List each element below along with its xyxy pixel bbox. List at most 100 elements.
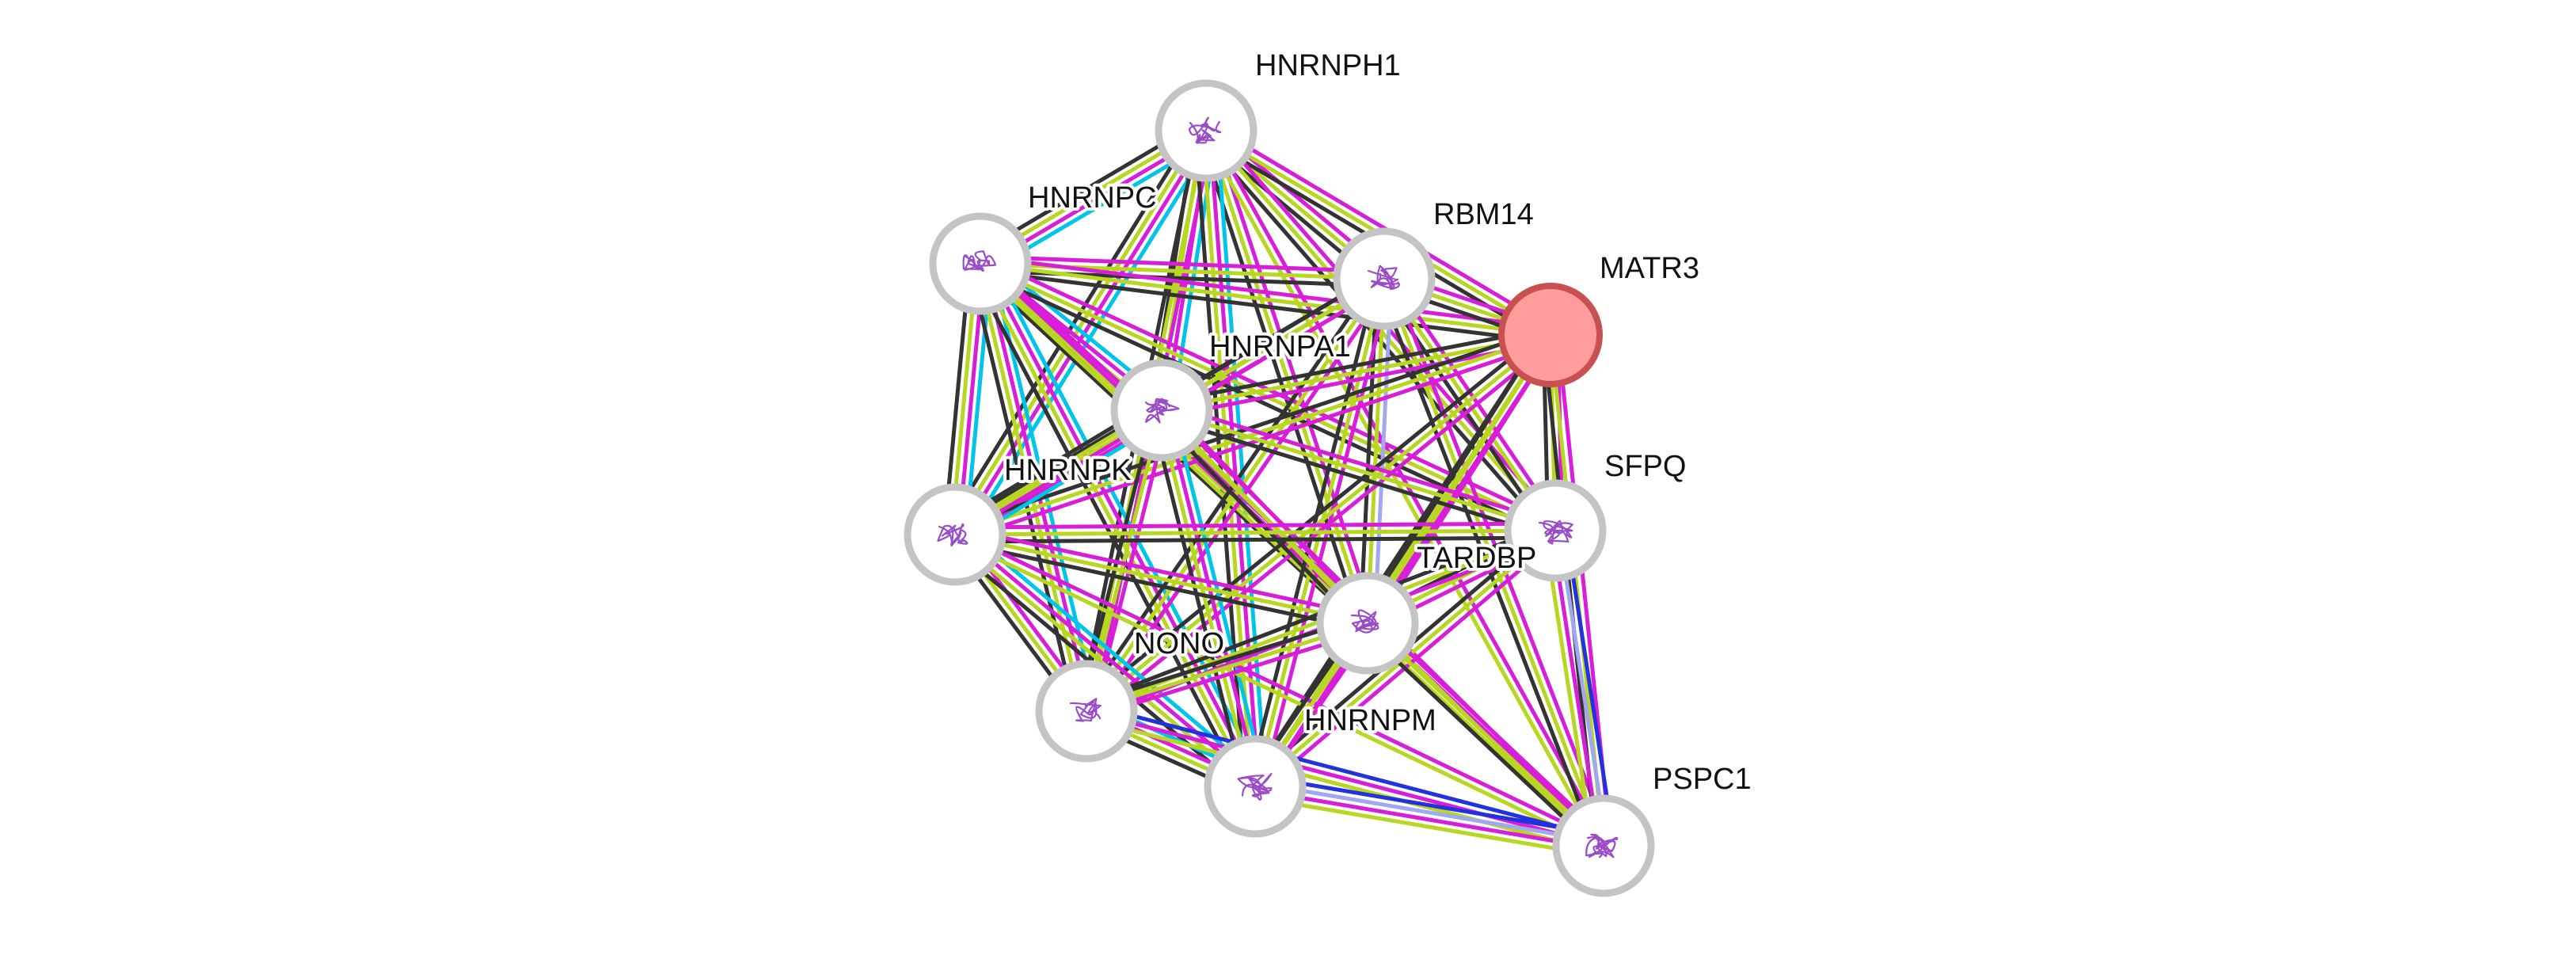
node-hnrnpa1[interactable]: HNRNPA1	[1110, 327, 1354, 462]
edge-evidence-experiments	[955, 340, 1555, 543]
edge-evidence-experiments	[1091, 409, 1171, 715]
protein-structure-glyph	[1350, 609, 1379, 634]
node-label-hnrnpk: HNRNPK	[1004, 454, 1131, 487]
node-label-nono: NONO	[1134, 627, 1224, 660]
edge-sfpq-pspc1[interactable]	[1543, 527, 1616, 850]
edge-evidence-experiments	[954, 529, 1608, 845]
edge-evidence-coexpression	[1149, 410, 1247, 791]
protein-structure-glyph	[1585, 833, 1619, 858]
protein-node-circle[interactable]	[929, 212, 1032, 315]
edge-evidence-experiments	[1260, 278, 1394, 790]
edge-matr3-hnrnpm[interactable]	[1247, 329, 1558, 793]
edge-evidence-coexpression	[951, 539, 1368, 633]
node-hnrnph1[interactable]: HNRNPH1	[1155, 46, 1404, 182]
edge-hnrnpm-pspc1[interactable]	[1251, 774, 1608, 858]
edge-evidence-experiments	[1550, 529, 1603, 849]
edge-evidence-experiments	[979, 254, 1554, 330]
edge-evidence-experiments	[1162, 401, 1560, 526]
protein-node-circle[interactable]	[1035, 660, 1138, 763]
edge-evidence-experiments	[953, 521, 1558, 530]
edge-evidence-textmining	[953, 528, 1558, 537]
node-label-hnrnph1: HNRNPH1	[1255, 49, 1401, 82]
edge-hnrnpk-pspc1[interactable]	[951, 529, 1608, 851]
node-label-rbm14: RBM14	[1433, 198, 1534, 231]
node-label-hnrnpa1: HNRNPA1	[1209, 330, 1351, 364]
edge-evidence-cooccurrence	[1563, 527, 1616, 847]
edge-evidence-cooccurrence	[1086, 702, 1608, 841]
edge-hnrnpc-matr3[interactable]	[977, 254, 1554, 344]
node-label-hnrnpc: HNRNPC	[1028, 181, 1157, 215]
edge-evidence-database	[1170, 405, 1268, 786]
edge-evidence-experiments	[978, 254, 1387, 274]
node-tardbp[interactable]: TARDBP	[1316, 539, 1539, 675]
edge-evidence-textmining	[978, 261, 1553, 337]
edge-hnrnpk-tardbp[interactable]	[951, 525, 1372, 633]
edge-evidence-homology	[1556, 527, 1609, 847]
node-matr3[interactable]: MATR3	[1498, 249, 1703, 387]
edge-evidence-experiments	[1208, 128, 1261, 789]
edge-hnrnpk-sfpq[interactable]	[953, 521, 1558, 544]
protein-structure-glyph	[937, 523, 968, 547]
edge-tardbp-pspc1[interactable]	[1360, 616, 1611, 853]
edges-layer	[942, 119, 1616, 858]
edge-evidence-coexpression	[944, 123, 1199, 531]
edge-evidence-experiments	[1208, 122, 1557, 331]
edge-nono-pspc1[interactable]	[1083, 702, 1608, 855]
edge-evidence-experiments	[1259, 337, 1558, 793]
edge-evidence-experiments	[981, 260, 1261, 787]
edge-evidence-textmining	[1543, 530, 1596, 850]
edge-evidence-textmining	[1365, 276, 1387, 626]
edge-rbm14-tardbp[interactable]	[1358, 276, 1394, 626]
node-label-hnrnpm: HNRNPM	[1304, 704, 1436, 737]
node-label-sfpq: SFPQ	[1604, 450, 1686, 483]
edge-evidence-textmining	[953, 333, 1553, 537]
protein-structure-glyph	[962, 250, 997, 272]
node-rbm14[interactable]: RBM14	[1333, 195, 1537, 330]
edge-evidence-textmining	[1156, 409, 1254, 790]
edge-evidence-textmining	[1159, 408, 1558, 533]
query-protein-node[interactable]	[1498, 283, 1603, 387]
protein-structure-glyph	[1144, 398, 1180, 424]
edge-evidence-experiments	[1090, 280, 1392, 717]
edge-evidence-textmining	[953, 532, 1370, 626]
node-hnrnpk[interactable]: HNRNPK	[904, 451, 1134, 586]
edge-evidence-homology	[1372, 276, 1394, 626]
edge-evidence-coexpression	[968, 266, 1248, 794]
edge-evidence-experiments	[1252, 787, 1605, 851]
node-nono[interactable]: NONO	[1035, 624, 1227, 763]
edge-hnrnpa1-sfpq[interactable]	[1157, 401, 1560, 540]
edge-evidence-experiments	[1387, 272, 1563, 529]
edge-evidence-coexpression	[977, 268, 1552, 344]
edge-evidence-cooccurrence	[1254, 774, 1608, 838]
edge-evidence-experiments	[1089, 338, 1558, 719]
protein-node-circle[interactable]	[904, 483, 1006, 586]
node-hnrnpm[interactable]: HNRNPM	[1204, 701, 1440, 838]
protein-structure-glyph	[1367, 265, 1400, 291]
edge-evidence-homology	[1254, 781, 1607, 845]
edge-evidence-coexpression	[953, 535, 1558, 544]
edge-evidence-coexpression	[1360, 626, 1601, 853]
node-label-tardbp: TARDBP	[1417, 542, 1536, 575]
edge-evidence-textmining	[1253, 333, 1553, 789]
edge-evidence-coexpression	[1376, 280, 1552, 537]
edge-evidence-textmining	[1365, 621, 1606, 848]
edge-evidence-textmining	[1251, 794, 1604, 858]
protein-structure-glyph	[1069, 698, 1102, 722]
node-sfpq[interactable]: SFPQ	[1504, 447, 1689, 582]
edge-evidence-experiments	[954, 525, 1372, 619]
edge-evidence-experiments	[1370, 616, 1611, 843]
node-hnrnpc[interactable]: HNRNPC	[929, 178, 1160, 315]
node-label-pspc1: PSPC1	[1653, 763, 1752, 796]
node-label-matr3: MATR3	[1600, 252, 1699, 285]
edge-evidence-experiments	[1084, 709, 1606, 848]
protein-structure-glyph	[1237, 772, 1273, 801]
edge-evidence-coexpression	[1157, 415, 1555, 540]
edge-evidence-textmining	[951, 535, 1604, 851]
edge-evidence-textmining	[1083, 716, 1604, 855]
protein-structure-glyph	[1538, 520, 1573, 545]
protein-structure-glyph	[1188, 116, 1222, 144]
edge-evidence-coexpression	[1158, 325, 1551, 405]
node-pspc1[interactable]: PSPC1	[1552, 759, 1755, 897]
